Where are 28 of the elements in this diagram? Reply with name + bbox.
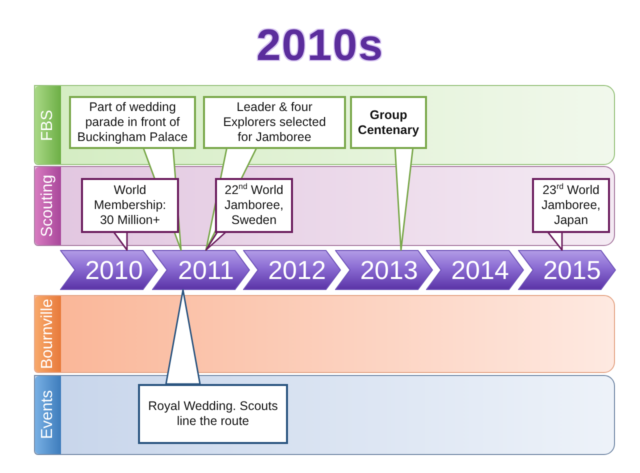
callout-pointer bbox=[394, 146, 414, 251]
timeline-segment: 2014 bbox=[426, 250, 524, 290]
callout-pointer bbox=[142, 146, 182, 251]
callout-pointer bbox=[165, 289, 201, 385]
speech-callout: World Membership: 30 Million+ bbox=[81, 178, 179, 233]
callout-pointer bbox=[112, 230, 128, 251]
title: 2010s bbox=[256, 21, 384, 70]
lane-tab: Bournville bbox=[35, 296, 61, 372]
timeline-segment: 2011 bbox=[152, 250, 250, 290]
timeline-segment: 2013 bbox=[335, 250, 433, 290]
timeline-segment: 2012 bbox=[243, 250, 341, 290]
speech-callout: 23$^{rd}$ World Jamboree, Japan bbox=[532, 178, 610, 233]
timeline-segment: 2010 bbox=[60, 250, 158, 290]
speech-callout: Leader & four Explorers selected for Jamboree bbox=[203, 96, 346, 149]
callout-pointer bbox=[205, 230, 228, 251]
timeline-segment: 2015 bbox=[518, 250, 616, 290]
lane-tab: Events bbox=[35, 376, 61, 454]
swimlane bbox=[34, 295, 615, 373]
swimlane bbox=[34, 85, 615, 165]
swimlane bbox=[34, 166, 615, 246]
lane-tab: FBS bbox=[35, 86, 61, 164]
speech-callout: Group Centenary bbox=[350, 96, 427, 149]
swimlane bbox=[34, 375, 615, 455]
callout-pointer bbox=[546, 230, 563, 251]
speech-callout: 22$^{nd}$ World Jamboree, Sweden bbox=[215, 178, 293, 233]
speech-callout: Part of wedding parade in front of Buckingham Palace bbox=[69, 96, 196, 149]
lane-tab: Scouting bbox=[35, 167, 61, 245]
callout-pointer bbox=[205, 146, 258, 251]
